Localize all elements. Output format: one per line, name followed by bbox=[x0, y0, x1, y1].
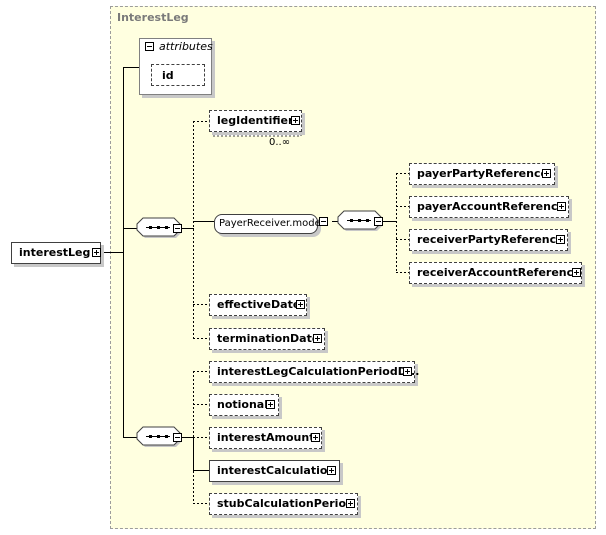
element-payerPartyReference[interactable]: payerPartyReference bbox=[409, 163, 555, 185]
legIdentifier-multiplicity: 0..∞ bbox=[269, 137, 291, 148]
notional-label: notional bbox=[217, 398, 268, 411]
element-interestLegCalculationPeriodDates[interactable]: interestLegCalculationPeriodD... bbox=[209, 361, 419, 383]
element-stubCalculationPeriod[interactable]: stubCalculationPeriod bbox=[209, 493, 358, 515]
interestCalculation-label: interestCalculation bbox=[217, 464, 336, 477]
receiverPartyReference-label: receiverPartyReference bbox=[417, 233, 564, 246]
root-expand-icon[interactable] bbox=[92, 248, 101, 257]
interestLegCalculationPeriodDates-label: interestLegCalculationPeriodD... bbox=[217, 365, 420, 378]
sequence-compositor-2 bbox=[136, 426, 182, 447]
element-interestCalculation[interactable]: interestCalculation bbox=[209, 460, 340, 482]
payerAccountReference-label: payerAccountReference bbox=[417, 200, 565, 213]
notional-expand-icon[interactable] bbox=[266, 400, 275, 409]
effectiveDate-expand-icon[interactable] bbox=[296, 300, 305, 309]
sequence-compositor-1 bbox=[136, 217, 182, 238]
sequence-2-collapse-icon[interactable] bbox=[173, 433, 182, 442]
interestLegCalculationPeriodDates-expand-icon[interactable] bbox=[403, 367, 412, 376]
root-element-label: interestLeg bbox=[19, 246, 91, 259]
interestAmount-label: interestAmount bbox=[217, 431, 315, 444]
element-receiverAccountReference[interactable]: receiverAccountReference bbox=[409, 262, 582, 284]
model-group-collapse-icon[interactable] bbox=[319, 217, 328, 226]
type-title: InterestLeg bbox=[117, 11, 189, 24]
legIdentifier-label: legIdentifier bbox=[217, 114, 294, 127]
root-element-interestLeg[interactable]: interestLeg bbox=[11, 242, 101, 264]
attributes-title: attributes bbox=[159, 40, 213, 53]
receiverAccountReference-expand-icon[interactable] bbox=[572, 268, 581, 277]
sequence-1-collapse-icon[interactable] bbox=[173, 224, 182, 233]
element-terminationDate[interactable]: terminationDate bbox=[209, 328, 325, 350]
payerPartyReference-expand-icon[interactable] bbox=[542, 169, 551, 178]
sequence-3-collapse-icon[interactable] bbox=[374, 217, 383, 226]
payerPartyReference-label: payerPartyReference bbox=[417, 167, 548, 180]
terminationDate-expand-icon[interactable] bbox=[313, 334, 322, 343]
attribute-id-label: id bbox=[162, 69, 174, 82]
element-interestAmount[interactable]: interestAmount bbox=[209, 427, 322, 449]
effectiveDate-label: effectiveDate bbox=[217, 298, 301, 311]
element-receiverPartyReference[interactable]: receiverPartyReference bbox=[409, 229, 568, 251]
stubCalculationPeriod-expand-icon[interactable] bbox=[346, 499, 355, 508]
legIdentifier-expand-icon[interactable] bbox=[291, 116, 300, 125]
terminationDate-label: terminationDate bbox=[217, 332, 320, 345]
element-legIdentifier[interactable]: legIdentifier bbox=[209, 110, 302, 132]
model-group-label: PayerReceiver.model bbox=[219, 218, 324, 229]
receiverAccountReference-label: receiverAccountReference bbox=[417, 266, 581, 279]
element-notional[interactable]: notional bbox=[209, 394, 279, 416]
model-group-PayerReceiver[interactable]: PayerReceiver.model bbox=[214, 214, 324, 234]
payerAccountReference-expand-icon[interactable] bbox=[557, 202, 566, 211]
sequence-compositor-3 bbox=[337, 210, 383, 231]
element-effectiveDate[interactable]: effectiveDate bbox=[209, 294, 307, 316]
interestCalculation-expand-icon[interactable] bbox=[327, 466, 336, 475]
receiverPartyReference-expand-icon[interactable] bbox=[556, 235, 565, 244]
interestAmount-expand-icon[interactable] bbox=[311, 433, 320, 442]
attribute-id[interactable] bbox=[151, 64, 205, 86]
stubCalculationPeriod-label: stubCalculationPeriod bbox=[217, 497, 354, 510]
attributes-collapse-icon[interactable] bbox=[145, 42, 154, 51]
element-payerAccountReference[interactable]: payerAccountReference bbox=[409, 196, 569, 218]
